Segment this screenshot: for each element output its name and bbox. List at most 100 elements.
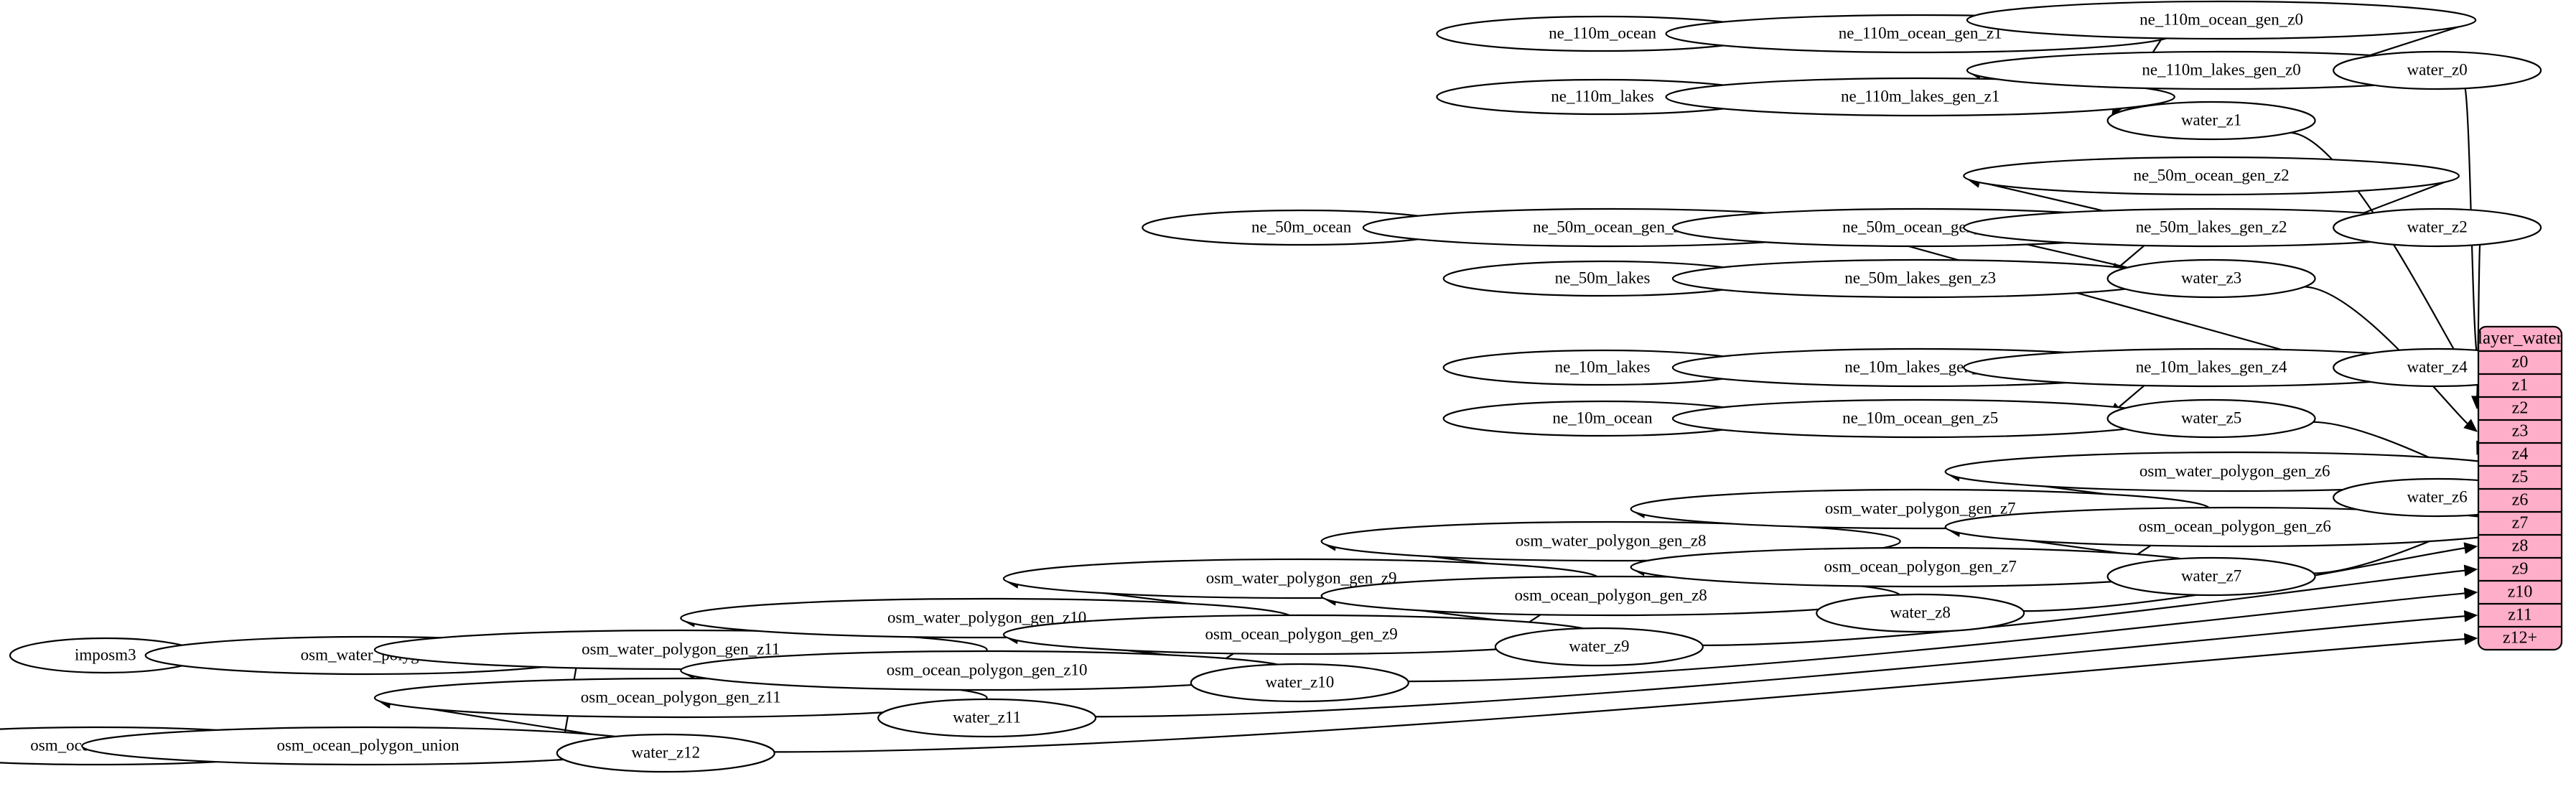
edge-arrowhead [2463, 419, 2478, 432]
node-label: osm_ocean_polygon_gen_z8 [1515, 586, 1707, 604]
graph-edge [2303, 286, 2468, 424]
graph-edge [1701, 569, 2465, 646]
node-ellipse [2106, 556, 2316, 597]
graph-edge [1852, 230, 2324, 363]
table-row-z2[interactable]: z2 [2512, 399, 2529, 418]
graph-node-water_z2[interactable]: water_z2 [2333, 207, 2542, 248]
table-row-z0[interactable]: z0 [2512, 353, 2529, 372]
node-label: osm_water_polygon_gen_z8 [1516, 531, 1707, 549]
table-row-z5[interactable]: z5 [2512, 468, 2529, 487]
node-label: osm_ocean_polygon_gen_z10 [887, 660, 1088, 678]
node-ellipse [1190, 663, 1409, 703]
edge-arrowhead [2463, 632, 2478, 645]
node-label: osm_water_polygon_gen_z6 [2139, 462, 2330, 480]
node-ellipse [1494, 627, 1704, 667]
edge-arrowhead [2463, 587, 2478, 599]
node-label: water_z2 [2407, 218, 2467, 235]
node-label: ne_110m_ocean_gen_z0 [2139, 10, 2303, 28]
node-label: water_z1 [2181, 111, 2241, 129]
table-row-z4[interactable]: z4 [2512, 445, 2529, 464]
node-label: water_z5 [2181, 408, 2241, 426]
node-label: ne_50m_ocean_gen_z2 [2134, 166, 2290, 184]
node-ellipse [1816, 593, 2025, 633]
table-row-z11[interactable]: z11 [2508, 606, 2532, 625]
graph-node-water_z11[interactable]: water_z11 [877, 698, 1097, 738]
node-ellipse [2106, 398, 2316, 439]
graph-node-water_z1[interactable]: water_z1 [2106, 101, 2316, 141]
graph-node-water_z7[interactable]: water_z7 [2106, 556, 2316, 597]
node-label: osm_water_polygon_gen_z7 [1825, 499, 2016, 517]
graph-node-ne_10m_ocean_gen_z5[interactable]: ne_10m_ocean_gen_z5 [1671, 398, 2169, 439]
table-row-z9[interactable]: z9 [2512, 560, 2529, 579]
graph-node-ne_110m_lakes_gen_z1[interactable]: ne_110m_lakes_gen_z1 [1665, 77, 2175, 117]
graph-node-ne_50m_ocean_gen_z2[interactable]: ne_50m_ocean_gen_z2 [1963, 156, 2460, 196]
node-label: ne_50m_ocean_gen_z4 [1533, 218, 1689, 235]
graph-node-imposm3[interactable]: imposm3 [9, 637, 202, 674]
node-label: ne_50m_ocean [1251, 218, 1352, 235]
node-label: osm_ocean_polygon_gen_z7 [1824, 557, 2017, 575]
layer-water-table: layer_water z0 z1 z2 z3 z4 z5 z6 z7 z8 z9 z10 z11 z12… [2477, 325, 2563, 651]
graph-node-osm_ocean_polygon_gen_z8[interactable]: osm_ocean_polygon_gen_z8 [1320, 575, 1901, 617]
node-label: water_z6 [2407, 487, 2467, 505]
graph-node-ne_110m_ocean_gen_z0[interactable]: ne_110m_ocean_gen_z0 [1966, 0, 2477, 40]
graph-node-water_z5[interactable]: water_z5 [2106, 398, 2316, 439]
node-label: water_z9 [1569, 637, 1629, 655]
node-label: water_z10 [1265, 673, 1334, 691]
node-label: ne_110m_ocean_gen_z1 [1839, 24, 2002, 42]
node-label: imposm3 [75, 645, 136, 663]
table-row-z8[interactable]: z8 [2512, 537, 2529, 556]
node-label: ne_10m_lakes [1555, 358, 1651, 375]
node-label: water_z0 [2407, 60, 2467, 78]
graph-node-water_z12[interactable]: water_z12 [556, 733, 775, 773]
node-ellipse [1963, 156, 2460, 196]
node-ellipse [1966, 0, 2477, 40]
table-row-z1[interactable]: z1 [2512, 376, 2529, 395]
node-label: ne_50m_lakes_gen_z2 [2136, 218, 2287, 235]
node-label: osm_ocean_polygon_gen_z11 [581, 688, 781, 706]
graph-node-osm_ocean_polygon_union[interactable]: osm_ocean_polygon_union [81, 726, 655, 766]
node-label: osm_ocean_polygon_gen_z6 [2139, 517, 2331, 535]
node-ellipse [2106, 101, 2316, 141]
layer-water-table-title: layer_water [2478, 329, 2563, 348]
node-label: osm_water_polygon_gen_z11 [582, 640, 780, 658]
node-label: water_z3 [2181, 269, 2241, 286]
graph-node-osm_ocean_polygon_gen_z6[interactable]: osm_ocean_polygon_gen_z6 [1944, 506, 2525, 548]
edge-arrowhead [2463, 564, 2478, 576]
node-label: ne_50m_lakes [1555, 269, 1651, 286]
graph-node-ne_50m_lakes_gen_z3[interactable]: ne_50m_lakes_gen_z3 [1671, 258, 2169, 299]
edge-arrowhead [2463, 610, 2478, 622]
node-ellipse [2333, 207, 2542, 248]
node-label: osm_ocean_polygon_gen_z9 [1205, 625, 1397, 643]
graph-edge [773, 638, 2465, 753]
graph-node-ne_10m_lakes[interactable]: ne_10m_lakes [1442, 349, 1763, 386]
graph-node-water_z8[interactable]: water_z8 [1816, 593, 2025, 633]
node-label: osm_water_polygon_gen_z9 [1206, 569, 1397, 587]
node-label: water_z4 [2407, 358, 2468, 375]
node-label: ne_110m_lakes_gen_z0 [2142, 60, 2300, 78]
edge-arrowhead [2463, 542, 2478, 554]
graph-node-water_z9[interactable]: water_z9 [1494, 627, 1704, 667]
node-label: water_z12 [631, 743, 700, 761]
table-row-z6[interactable]: z6 [2512, 491, 2529, 510]
node-label: ne_110m_lakes_gen_z1 [1841, 87, 1999, 105]
graph-node-water_z0[interactable]: water_z0 [2333, 50, 2542, 90]
graph-node-osm_ocean_polygon_gen_z7[interactable]: osm_ocean_polygon_gen_z7 [1630, 546, 2211, 588]
graph-edge [1094, 615, 2465, 718]
graph-node-water_z10[interactable]: water_z10 [1190, 663, 1409, 703]
table-row-z7[interactable]: z7 [2512, 514, 2529, 533]
node-label: ne_10m_lakes_gen_z4 [2136, 358, 2287, 375]
table-row-z3[interactable]: z3 [2512, 422, 2529, 441]
node-label: water_z11 [953, 708, 1021, 726]
graph-node-water_z3[interactable]: water_z3 [2106, 258, 2316, 299]
node-ellipse [2333, 50, 2542, 90]
graph-node-ne_10m_lakes_gen_z4[interactable]: ne_10m_lakes_gen_z4 [1963, 347, 2460, 388]
node-label: ne_10m_ocean_gen_z5 [1842, 408, 1998, 426]
node-ellipse [1665, 77, 2175, 117]
node-label: water_z8 [1890, 603, 1951, 621]
table-row-z10[interactable]: z10 [2508, 583, 2533, 602]
graph-edge [1406, 592, 2465, 683]
table-row-z12+[interactable]: z12+ [2503, 629, 2537, 648]
